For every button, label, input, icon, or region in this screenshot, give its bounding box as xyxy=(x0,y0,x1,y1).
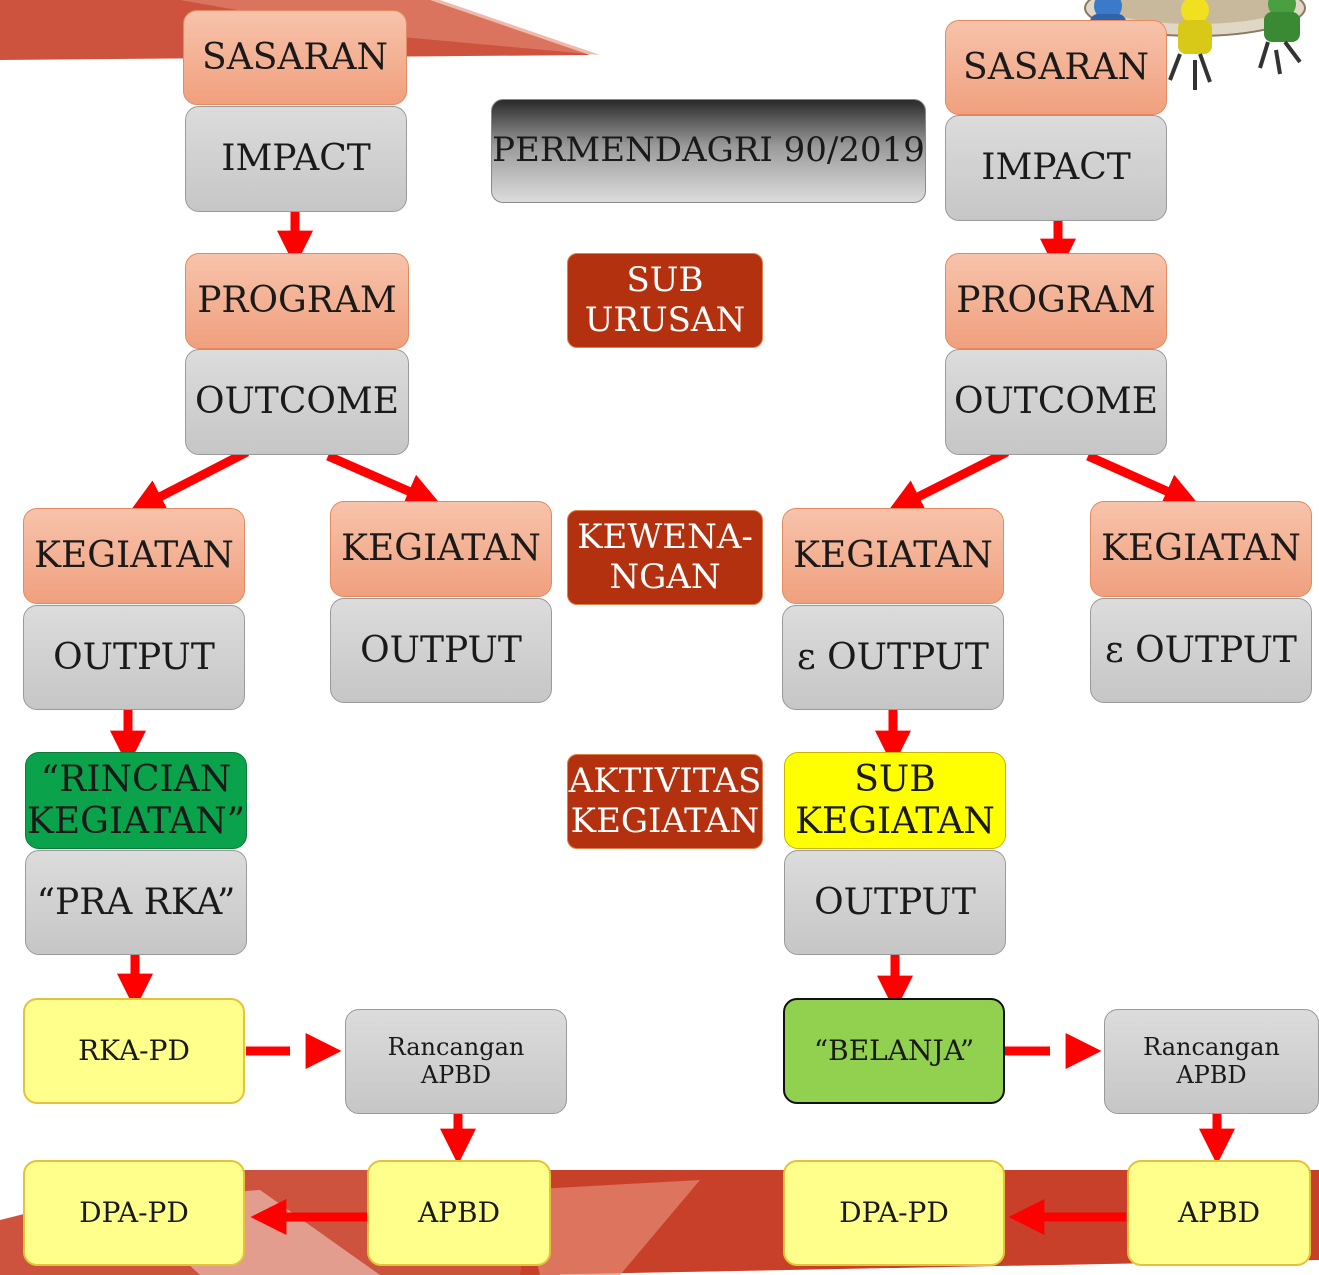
right-kegiatan-box-b: KEGIATAN xyxy=(1090,501,1312,597)
kewenangan-label: KEWENA- NGAN xyxy=(567,510,763,605)
left-output-box-b: OUTPUT xyxy=(330,598,552,703)
right-e-output-box-a: ε OUTPUT xyxy=(782,605,1004,710)
right-program-box: PROGRAM xyxy=(945,253,1167,349)
left-rincian-kegiatan-box: “RINCIAN KEGIATAN” xyxy=(25,752,247,849)
left-output-box-a: OUTPUT xyxy=(23,605,245,710)
aktivitas-kegiatan-label: AKTIVITAS KEGIATAN xyxy=(567,754,763,849)
left-sasaran-box: SASARAN xyxy=(183,10,407,105)
left-kegiatan-box-b: KEGIATAN xyxy=(330,501,552,597)
right-impact-box: IMPACT xyxy=(945,115,1167,221)
right-sasaran-box: SASARAN xyxy=(945,20,1167,115)
right-e-output-box-b: ε OUTPUT xyxy=(1090,598,1312,703)
left-rancangan-apbd-box: Rancangan APBD xyxy=(345,1009,567,1114)
sub-urusan-label: SUB URUSAN xyxy=(567,253,763,348)
right-output-box-c: OUTPUT xyxy=(784,850,1006,955)
left-apbd-box: APBD xyxy=(367,1160,551,1266)
left-impact-box: IMPACT xyxy=(185,106,407,212)
left-outcome-box: OUTCOME xyxy=(185,349,409,455)
left-dpa-pd-box: DPA-PD xyxy=(23,1160,245,1266)
left-pra-rka-box: “PRA RKA” xyxy=(25,850,247,955)
left-rka-pd-box: RKA-PD xyxy=(23,998,245,1104)
permendagri-title: PERMENDAGRI 90/2019 xyxy=(491,99,926,203)
right-dpa-pd-box: DPA-PD xyxy=(783,1160,1005,1266)
left-program-box: PROGRAM xyxy=(185,253,409,349)
right-apbd-box: APBD xyxy=(1127,1160,1311,1266)
right-rancangan-apbd-box: Rancangan APBD xyxy=(1104,1009,1319,1114)
right-sub-kegiatan-box: SUB KEGIATAN xyxy=(784,752,1006,849)
right-outcome-box: OUTCOME xyxy=(945,349,1167,455)
right-belanja-box: “BELANJA” xyxy=(783,998,1005,1104)
left-kegiatan-box-a: KEGIATAN xyxy=(23,508,245,604)
right-kegiatan-box-a: KEGIATAN xyxy=(782,508,1004,604)
